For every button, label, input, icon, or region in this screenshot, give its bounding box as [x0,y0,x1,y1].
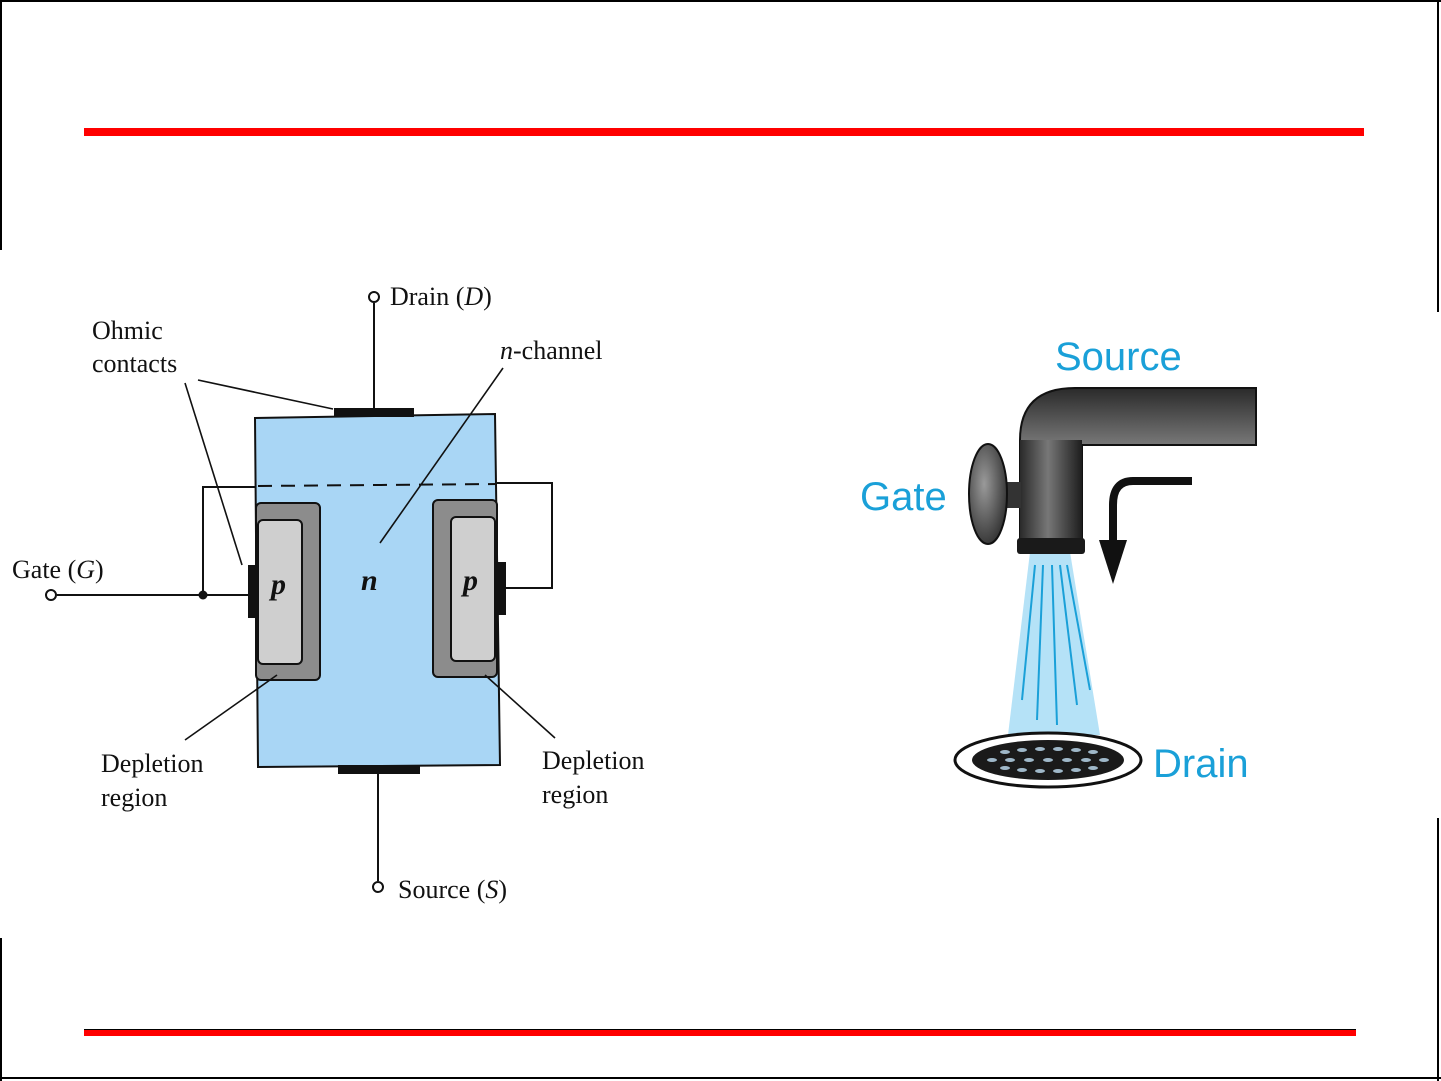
right-p-label: p [460,564,478,597]
drain-terminal [369,292,379,302]
left-gate-contact [248,565,259,618]
ohmic-label-line1: Ohmic [92,316,163,345]
gate-terminal [46,590,56,600]
depletion-left-line2: region [101,783,167,812]
ohmic-label-line2: contacts [92,349,177,378]
depletion-right-line2: region [542,780,608,809]
drain-grate-icon [955,733,1141,787]
drain-ohmic-contact [334,408,414,417]
left-p-label: p [268,568,286,601]
source-ohmic-contact [338,765,420,774]
gate-junction-dot [199,591,208,600]
drain-label: Drain (D) [390,282,492,311]
flow-arrow-icon [1099,481,1192,584]
gate-knob [969,444,1007,544]
right-gate-contact [495,562,506,615]
faucet-source-label: Source [1055,335,1182,379]
n-label: n [361,564,378,597]
faucet-analogy: Source Gate Drain [860,335,1256,787]
jfet-diagram: Drain (D) Ohmic contacts n-channel Gate … [12,282,645,904]
faucet-drain-label: Drain [1153,742,1249,786]
faucet-gate-label: Gate [860,475,947,519]
depletion-right-line1: Depletion [542,746,645,775]
depletion-left-line1: Depletion [101,749,204,778]
gate-label: Gate (G) [12,555,104,584]
n-channel-label: n-channel [500,336,603,365]
source-label: Source (S) [398,875,507,904]
gate-loop-wire [203,487,255,595]
source-terminal [373,882,383,892]
